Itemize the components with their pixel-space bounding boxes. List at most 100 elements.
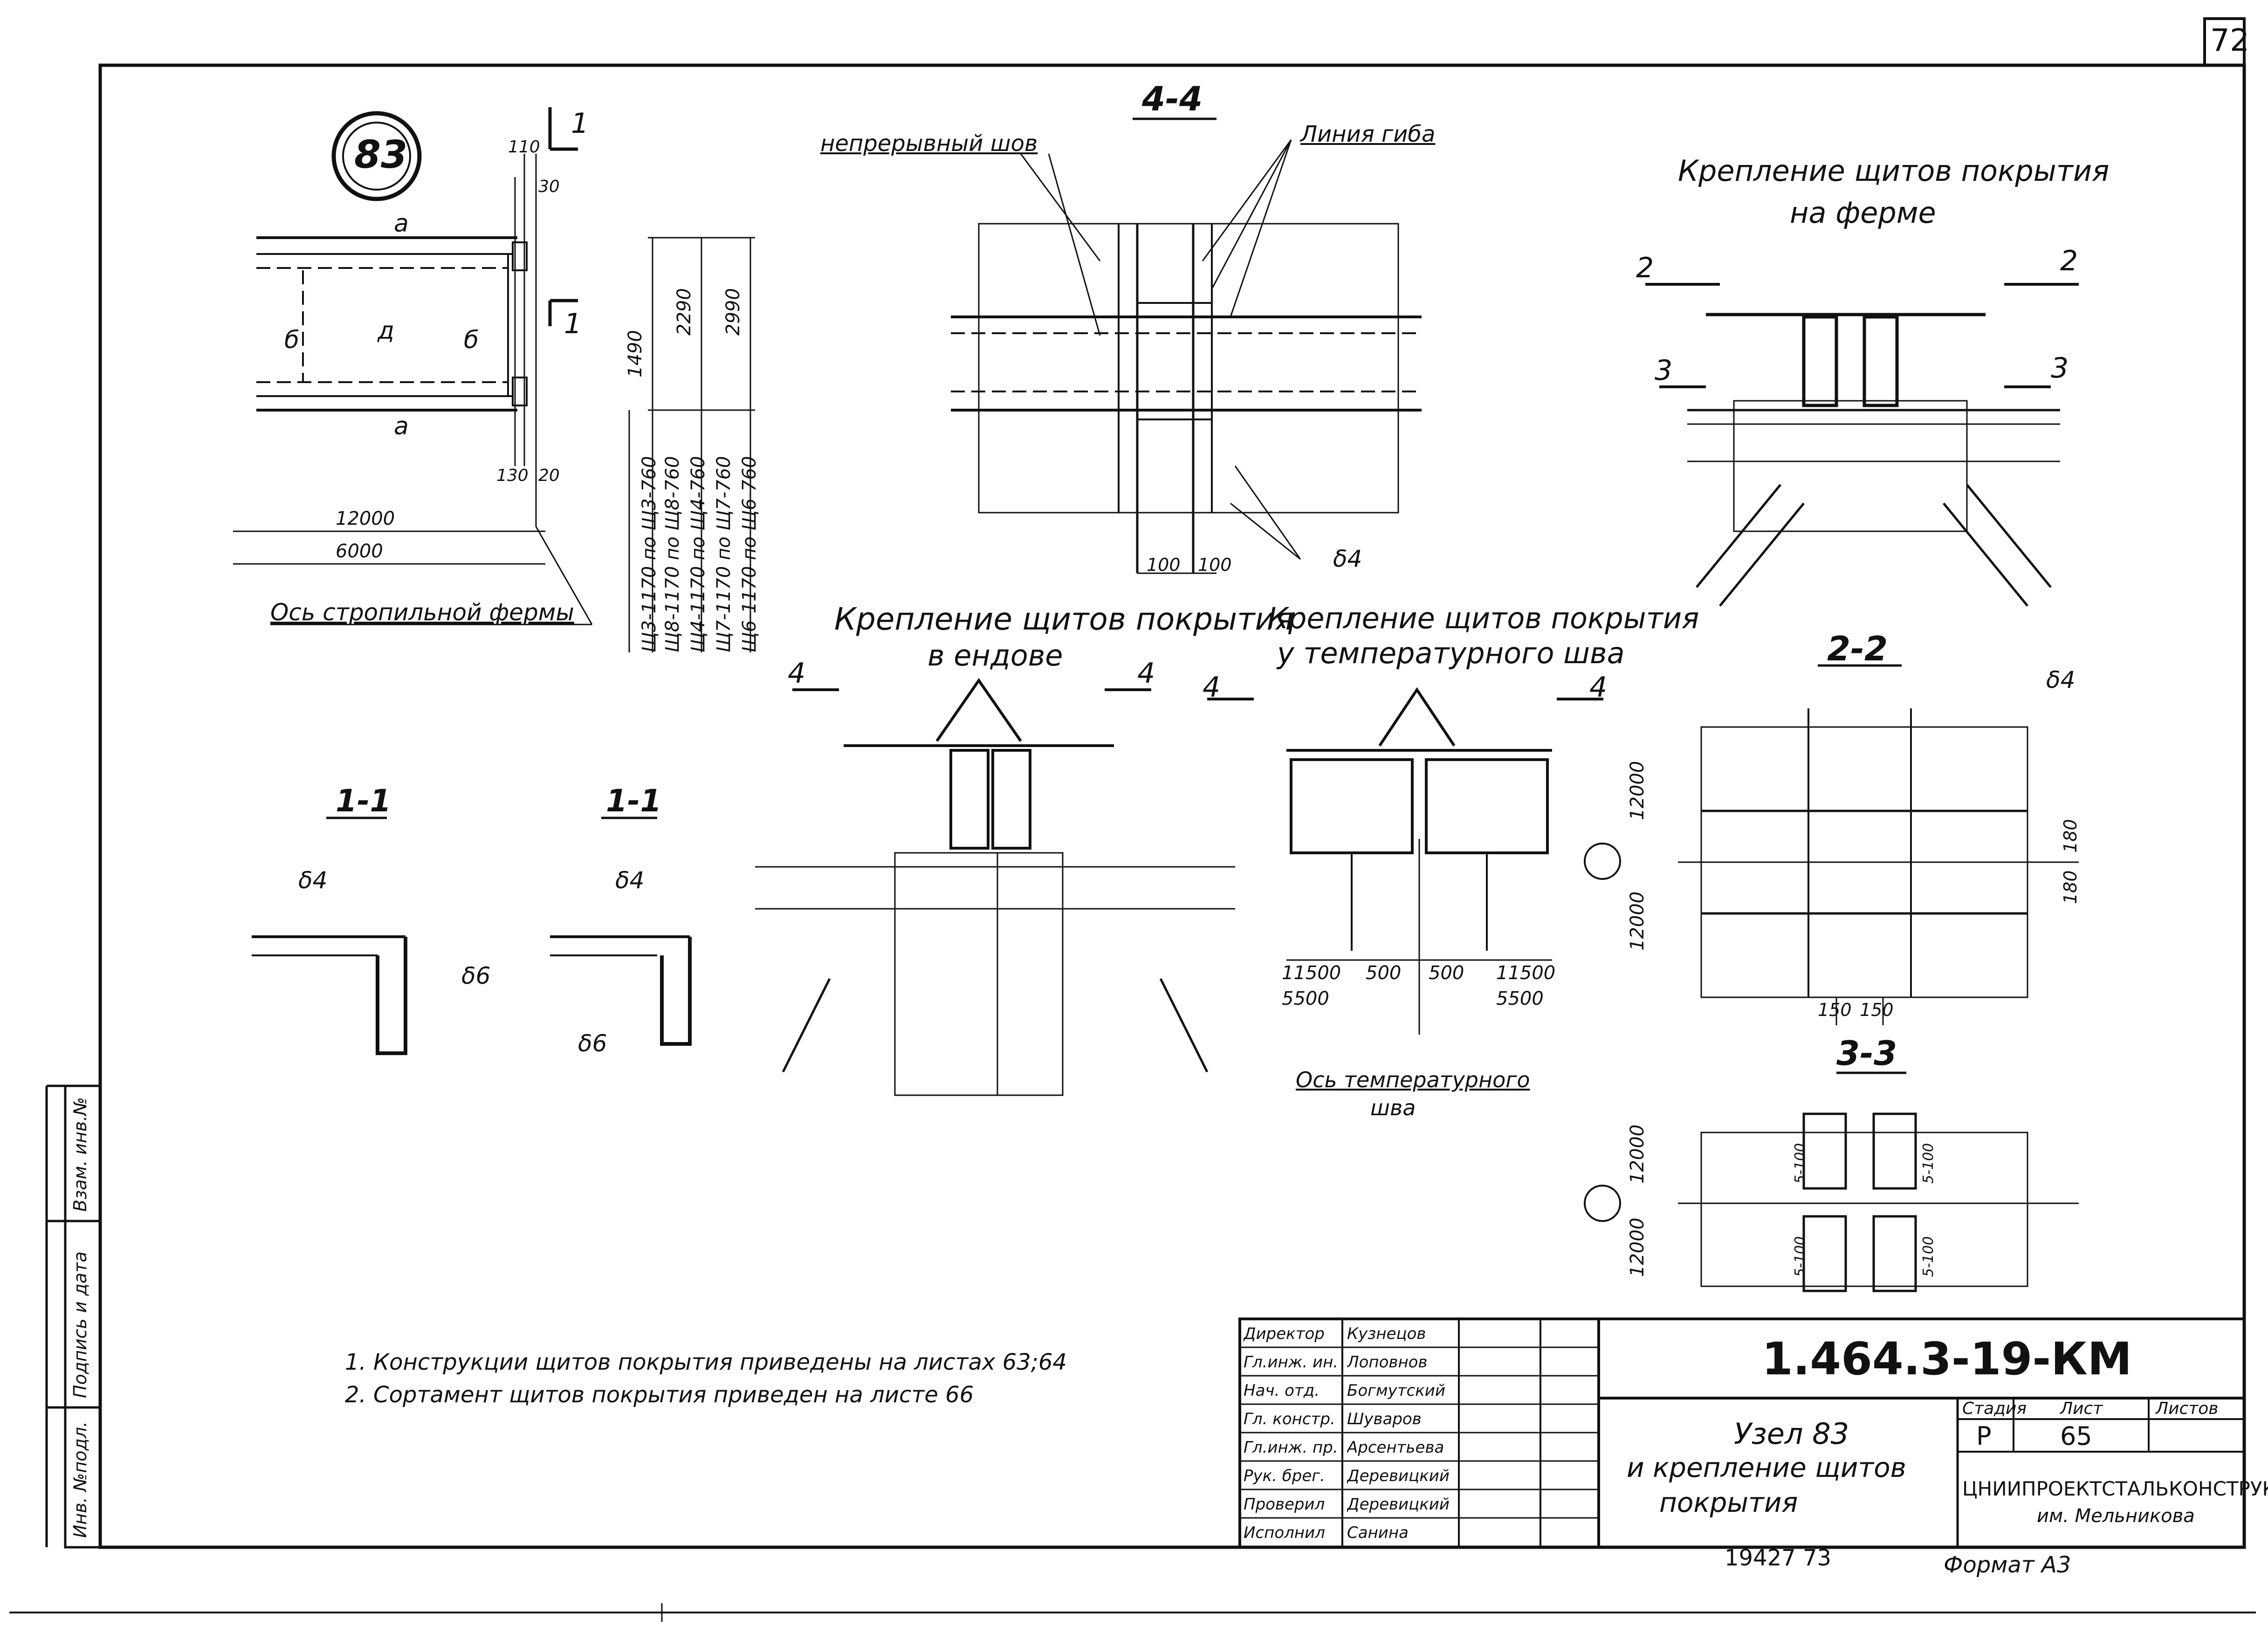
panel-range-3: Щ4-1170 по Щ4-760 bbox=[687, 456, 709, 652]
dim-1490: 1490 bbox=[625, 330, 646, 377]
dim-150-b: 150 bbox=[1860, 1000, 1894, 1020]
section-3-3-view bbox=[1584, 1071, 2079, 1292]
stage-value: Р bbox=[1976, 1421, 1992, 1451]
dim-5500-right: 5500 bbox=[1496, 988, 1544, 1009]
dim-110: 110 bbox=[508, 137, 540, 157]
section-4-4-view bbox=[951, 117, 1422, 574]
dim-5-100-a: 5-100 bbox=[1792, 1143, 1808, 1184]
page-number: 72 bbox=[2210, 22, 2249, 58]
dim-12000-22-bottom: 12000 bbox=[1627, 891, 1648, 951]
name-3: Богмутский bbox=[1347, 1381, 1445, 1400]
label-joint-axis-line1: Ось температурного bbox=[1296, 1067, 1530, 1092]
section-title-1-1-b: 1-1 bbox=[606, 783, 662, 819]
role-1: Директор bbox=[1244, 1324, 1325, 1343]
name-2: Лоповнов bbox=[1347, 1353, 1428, 1372]
caption-valley-line2: в ендове bbox=[928, 638, 1063, 672]
mark-2-left: 2 bbox=[1636, 252, 1654, 284]
label-a-bottom: а bbox=[394, 412, 409, 440]
dim-6000: 6000 bbox=[336, 541, 383, 562]
title-block-grid bbox=[1238, 1317, 2246, 1549]
dim-11500-left: 11500 bbox=[1282, 962, 1341, 984]
name-5: Арсентьева bbox=[1347, 1438, 1444, 1457]
sheet-frame bbox=[9, 17, 2256, 1622]
side-stamp bbox=[45, 1084, 102, 1549]
section-title-1-1-a: 1-1 bbox=[336, 783, 392, 819]
truss-view bbox=[1645, 283, 2079, 607]
mark-4-joint-left: 4 bbox=[1203, 671, 1221, 704]
name-6: Деревицкий bbox=[1347, 1467, 1450, 1485]
name-8: Санина bbox=[1347, 1523, 1409, 1542]
panel-range-5: Щ6-1170 по Щ6-760 bbox=[739, 456, 760, 652]
organization-subtitle: им. Мельникова bbox=[2037, 1505, 2195, 1527]
sheet-value: 65 bbox=[2060, 1421, 2092, 1451]
dim-12000: 12000 bbox=[336, 508, 395, 529]
organization-name: ЦНИИПРОЕКТСТАЛЬКОНСТРУКЦИЯ bbox=[1962, 1477, 2268, 1500]
dim-180-a: 180 bbox=[2060, 819, 2081, 853]
dim-2290: 2290 bbox=[674, 288, 695, 336]
stamp-signature-date: Подпись и дата bbox=[70, 1251, 90, 1398]
dim-5-100-b: 5-100 bbox=[1920, 1143, 1937, 1184]
role-6: Рук. брег. bbox=[1244, 1467, 1325, 1485]
format-label: Формат А3 bbox=[1944, 1552, 2071, 1578]
dim-150-a: 150 bbox=[1818, 1000, 1852, 1020]
dim-20: 20 bbox=[538, 466, 560, 485]
panel-range-1: Щ3-1170 по Щ3-760 bbox=[639, 456, 660, 652]
dim-30: 30 bbox=[538, 177, 560, 196]
section-title-2-2: 2-2 bbox=[1827, 629, 1888, 668]
dim-500-left: 500 bbox=[1366, 962, 1402, 984]
dim-12000-33-bottom: 12000 bbox=[1627, 1217, 1648, 1277]
node-number: 83 bbox=[354, 133, 408, 177]
stamp-replaced-inv: Взам. инв.№ bbox=[70, 1097, 90, 1212]
dim-500-right: 500 bbox=[1429, 962, 1464, 984]
mark-4-joint-right: 4 bbox=[1589, 671, 1608, 704]
name-4: Шуваров bbox=[1347, 1410, 1422, 1428]
label-s4-44: δ4 bbox=[1333, 545, 1362, 572]
label-joint-axis-line2: шва bbox=[1370, 1095, 1416, 1120]
role-8: Исполнил bbox=[1244, 1523, 1325, 1542]
drawing-title-line1: Узел 83 bbox=[1734, 1417, 1849, 1451]
role-2: Гл.инж. ин. bbox=[1244, 1353, 1339, 1372]
role-4: Гл. констр. bbox=[1244, 1410, 1335, 1428]
dim-5-100-d: 5-100 bbox=[1920, 1236, 1937, 1277]
label-truss-axis: Ось стропильной фермы bbox=[270, 599, 574, 626]
dim-100-a: 100 bbox=[1147, 555, 1181, 575]
role-3: Нач. отд. bbox=[1244, 1381, 1320, 1400]
dim-12000-33-top: 12000 bbox=[1627, 1124, 1648, 1184]
stage-label: Стадия bbox=[1962, 1399, 2027, 1418]
label-s4-11b: δ4 bbox=[615, 867, 645, 894]
temperature-joint-view bbox=[1207, 687, 1603, 1035]
mark-2-right: 2 bbox=[2060, 245, 2078, 277]
sheet-label: Лист bbox=[2060, 1399, 2103, 1418]
label-s6-11a: δ6 bbox=[461, 962, 491, 989]
caption-truss-line2: на ферме bbox=[1790, 196, 1936, 230]
caption-joint-line2: у температурного шва bbox=[1277, 636, 1625, 670]
valley-view bbox=[755, 678, 1235, 1096]
mark-1-top: 1 bbox=[571, 107, 589, 140]
panel-range-4: Щ7-1170 по Щ7-760 bbox=[713, 456, 735, 652]
dim-12000-22-top: 12000 bbox=[1627, 761, 1648, 820]
mark-3-left: 3 bbox=[1655, 354, 1673, 387]
label-continuous-weld: непрерывный шов bbox=[820, 130, 1038, 157]
note-2: 2. Сортамент щитов покрытия приведен на … bbox=[345, 1382, 974, 1408]
dim-2990: 2990 bbox=[722, 288, 744, 336]
document-code: 1.464.3-19-КМ bbox=[1762, 1333, 2132, 1385]
caption-joint-line1: Крепление щитов покрытия bbox=[1268, 601, 1699, 635]
archive-number: 19427 73 bbox=[1725, 1545, 1832, 1571]
stamp-inv-no: Инв. №подл. bbox=[70, 1421, 90, 1538]
role-5: Гл.инж. пр. bbox=[1244, 1438, 1338, 1457]
mark-3-right: 3 bbox=[2051, 352, 2069, 384]
caption-truss-line1: Крепление щитов покрытия bbox=[1678, 154, 2110, 188]
note-1: 1. Конструкции щитов покрытия приведены … bbox=[345, 1349, 1067, 1375]
dim-180-b: 180 bbox=[2060, 870, 2081, 904]
dim-11500-right: 11500 bbox=[1496, 962, 1556, 984]
label-s6-11b: δ6 bbox=[578, 1030, 607, 1057]
dim-5500-left: 5500 bbox=[1282, 988, 1329, 1009]
node-circle bbox=[331, 111, 422, 201]
mark-1-bottom: 1 bbox=[564, 308, 582, 340]
mark-4-valley-right: 4 bbox=[1137, 657, 1155, 690]
name-7: Деревицкий bbox=[1347, 1495, 1450, 1514]
drawing-title-line3: покрытия bbox=[1659, 1487, 1798, 1518]
label-s4-22: δ4 bbox=[2046, 666, 2076, 693]
